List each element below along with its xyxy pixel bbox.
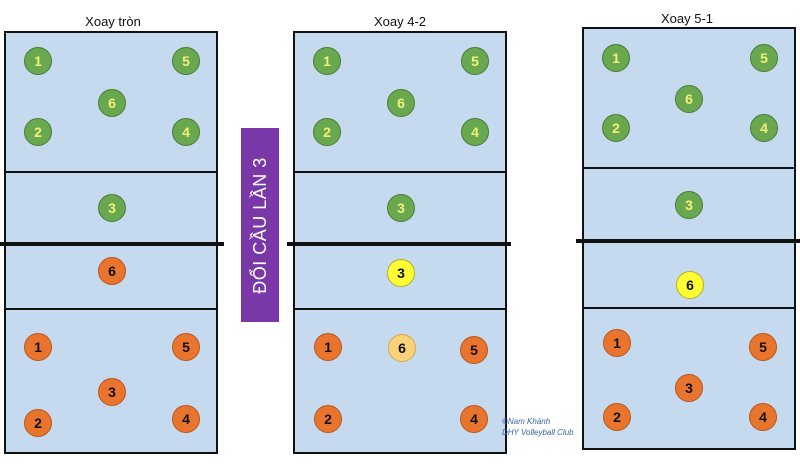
player-marker: 5 bbox=[460, 336, 488, 364]
player-marker: 5 bbox=[749, 333, 777, 361]
attack-line-top bbox=[295, 171, 505, 173]
attack-line-top bbox=[584, 167, 794, 169]
player-marker: 2 bbox=[603, 403, 631, 431]
player-marker-highlight: 6 bbox=[388, 334, 416, 362]
player-marker: 4 bbox=[749, 403, 777, 431]
player-marker: 3 bbox=[675, 191, 703, 219]
setter-marker: 3 bbox=[387, 259, 415, 287]
attack-line-bottom bbox=[6, 308, 216, 310]
player-marker: 2 bbox=[314, 405, 342, 433]
player-marker: 5 bbox=[750, 44, 778, 72]
player-marker: 4 bbox=[750, 114, 778, 142]
player-marker: 1 bbox=[24, 47, 52, 75]
player-marker: 5 bbox=[172, 47, 200, 75]
rotation-title-4-2: Xoay 4-2 bbox=[373, 14, 427, 29]
player-marker: 6 bbox=[387, 89, 415, 117]
net-round bbox=[0, 242, 224, 246]
credit-author: ©Nam Khánh bbox=[502, 417, 551, 426]
player-marker: 5 bbox=[172, 333, 200, 361]
player-marker: 4 bbox=[172, 118, 200, 146]
player-marker: 2 bbox=[24, 118, 52, 146]
player-marker: 2 bbox=[313, 118, 341, 146]
player-marker: 1 bbox=[314, 333, 342, 361]
attack-line-bottom bbox=[584, 307, 794, 309]
player-marker: 6 bbox=[675, 85, 703, 113]
player-marker: 5 bbox=[461, 47, 489, 75]
player-marker: 6 bbox=[98, 89, 126, 117]
player-marker: 4 bbox=[172, 405, 200, 433]
side-switch-banner: ĐỔI CẦU LẦN 3 bbox=[241, 128, 279, 322]
player-marker: 1 bbox=[24, 333, 52, 361]
player-marker: 2 bbox=[24, 409, 52, 437]
player-marker: 1 bbox=[603, 329, 631, 357]
setter-marker: 6 bbox=[676, 271, 704, 299]
banner-label: ĐỔI CẦU LẦN 3 bbox=[249, 156, 270, 294]
player-marker: 6 bbox=[98, 257, 126, 285]
player-marker: 3 bbox=[98, 194, 126, 222]
player-marker: 4 bbox=[460, 405, 488, 433]
player-marker: 1 bbox=[313, 47, 341, 75]
player-marker: 4 bbox=[461, 118, 489, 146]
attack-line-top bbox=[6, 171, 216, 173]
attack-line-bottom bbox=[295, 308, 505, 310]
credit-club: DHY Volleyball Club bbox=[502, 428, 574, 437]
rotation-title-5-1: Xoay 5-1 bbox=[660, 11, 714, 26]
player-marker: 2 bbox=[602, 114, 630, 142]
player-marker: 3 bbox=[675, 374, 703, 402]
player-marker: 3 bbox=[98, 378, 126, 406]
player-marker: 3 bbox=[387, 194, 415, 222]
rotation-title-round: Xoay tròn bbox=[85, 14, 141, 29]
net-4-2 bbox=[287, 242, 511, 246]
credit-watermark: ©Nam Khánh DHY Volleyball Club bbox=[502, 416, 574, 438]
player-marker: 1 bbox=[602, 44, 630, 72]
net-5-1 bbox=[576, 239, 800, 243]
